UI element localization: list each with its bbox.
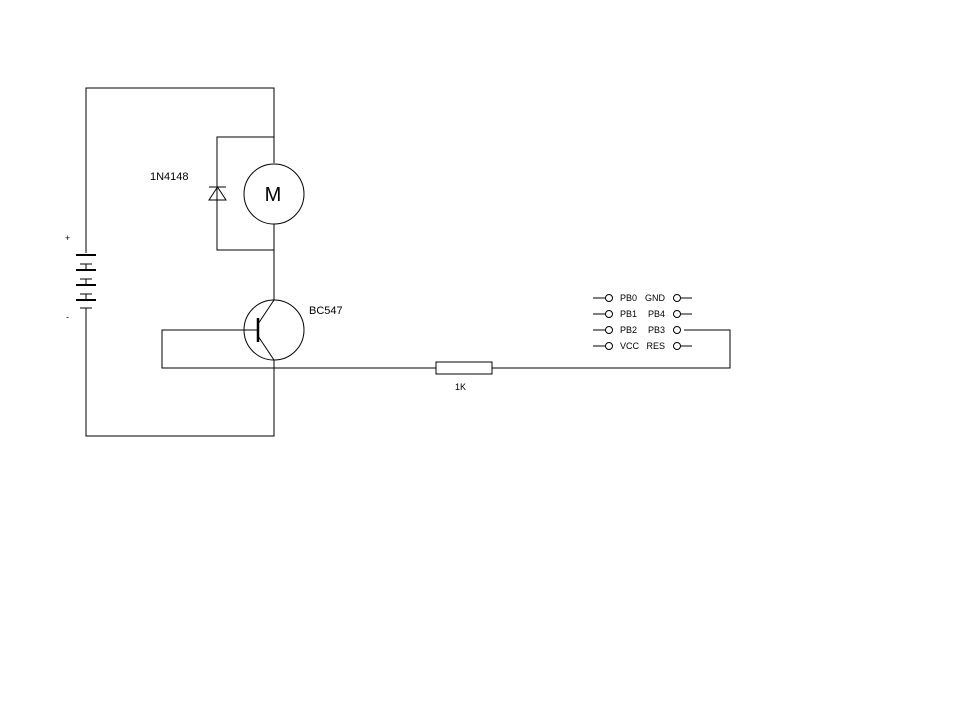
pin-header: PB0 GND PB1 PB4 PB2 PB3 VCC RES <box>593 293 692 351</box>
resistor-header-wire <box>492 329 731 369</box>
pin-label-left: PB1 <box>620 309 637 319</box>
pin-dot-right <box>673 326 681 334</box>
header-row: PB2 PB3 <box>593 325 681 335</box>
motor-circle <box>243 163 305 225</box>
pin-dot-left <box>605 342 613 350</box>
header-row: PB0 GND <box>593 293 692 303</box>
resistor-label: 1K <box>455 382 466 392</box>
pin-dot-right <box>673 310 681 318</box>
battery-plus-label: + <box>65 233 70 243</box>
pin-dot-left <box>605 294 613 302</box>
top-loop-wire <box>85 87 275 253</box>
pin-dot-left <box>605 326 613 334</box>
resistor: 1K <box>435 361 493 392</box>
transistor: BC547 <box>243 299 343 361</box>
pin-label-right: RES <box>646 341 665 351</box>
pin-label-left: PB2 <box>620 325 637 335</box>
motor: M <box>243 163 305 225</box>
battery-minus-label: - <box>66 312 69 322</box>
transistor-collector-leg <box>257 299 275 325</box>
diode: 1N4148 <box>150 171 227 201</box>
pin-dot-right <box>673 294 681 302</box>
pin-label-right: GND <box>645 293 666 303</box>
transistor-label: BC547 <box>309 305 343 317</box>
wires <box>85 87 731 437</box>
resistor-body <box>435 361 493 375</box>
battery: + - <box>65 233 96 322</box>
pin-label-right: PB3 <box>648 325 665 335</box>
diode-triangle <box>208 186 227 201</box>
bottom-loop-wire <box>85 308 275 437</box>
pin-label-right: PB4 <box>648 309 665 319</box>
pin-dot-left <box>605 310 613 318</box>
header-row: VCC RES <box>593 341 692 351</box>
header-row: PB1 PB4 <box>593 309 692 319</box>
base-wire <box>161 329 436 369</box>
diode-loop-wire <box>216 136 274 251</box>
pin-label-left: VCC <box>620 341 640 351</box>
motor-label: M <box>265 184 282 206</box>
transistor-emitter-leg <box>257 335 275 361</box>
pin-label-left: PB0 <box>620 293 637 303</box>
diode-label: 1N4148 <box>150 171 189 183</box>
pin-dot-right <box>673 342 681 350</box>
